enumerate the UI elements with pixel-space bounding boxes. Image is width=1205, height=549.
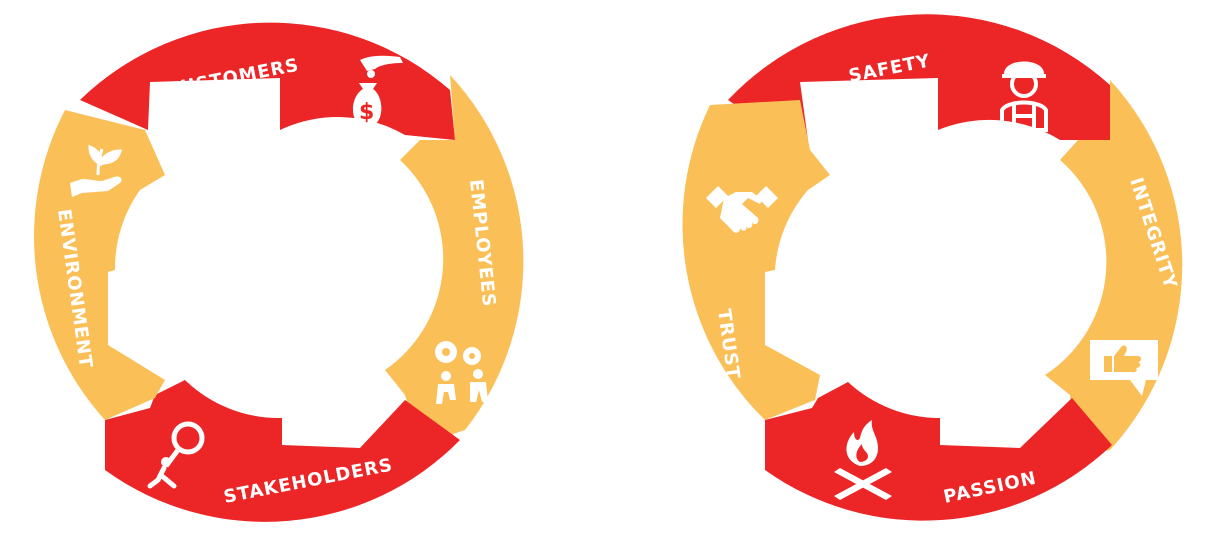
wheel-segment-employees: EMPLOYEES [385,75,524,445]
wheel-segment-trust: TRUST [682,100,830,420]
wheel-segment-environment: ENVIRONMENT [33,110,165,420]
segment-trust-shape [682,100,830,420]
wheel-segment-safety: SAFETY [728,14,1110,156]
wheel-segment-stakeholders: STAKEHOLDERS [105,380,460,522]
wheel-segment-integrity: INTEGRITY [1045,80,1183,455]
worker-icon [1000,61,1048,132]
magnifier-person-icon [147,421,205,489]
campfire-icon [834,420,892,500]
wheel-segment-passion: PASSION [765,382,1112,521]
segment-environment-shape [33,110,165,420]
teamwork-gears-icon [435,341,488,404]
thumbs-up-bubble-icon [1090,340,1158,396]
plant-hand-icon [70,144,122,197]
wheel-segment-customers: CUSTOMERS $ [80,22,455,140]
segment-stakeholders-shape [105,380,460,522]
segment-employees-shape [385,75,524,445]
values-wheel: SAFETY INTEGRITY PASSION [682,14,1183,521]
svg-text:$: $ [359,100,374,125]
handshake-icon [706,186,778,233]
money-bag-icon: $ [352,55,403,127]
segment-passion-shape [765,382,1112,521]
stakeholders-wheel: CUSTOMERS $ EMPLOYEES [33,22,524,522]
